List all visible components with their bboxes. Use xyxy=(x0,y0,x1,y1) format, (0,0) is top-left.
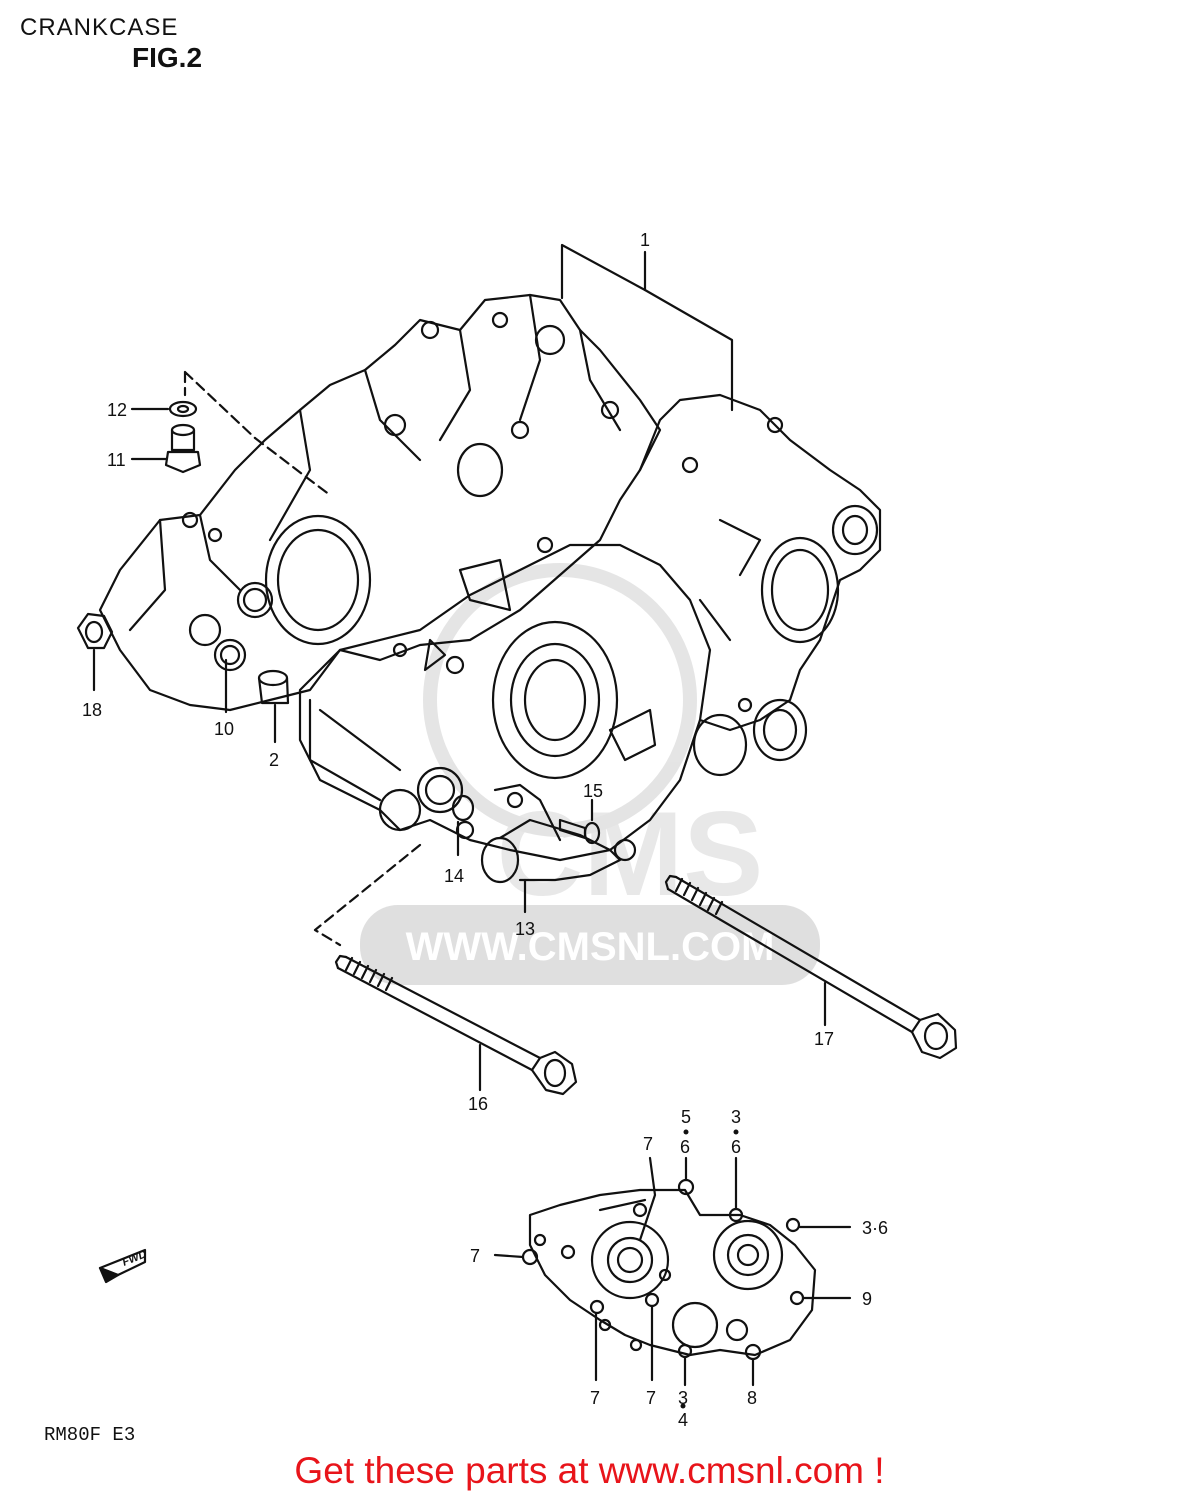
crankcase-right-half xyxy=(298,543,712,862)
crank-bearing-bore xyxy=(264,514,372,646)
promo-link[interactable]: Get these parts at www.cmsnl.com ! xyxy=(294,1450,885,1491)
watermark-url: WWW.CMSNL.COM xyxy=(406,925,775,969)
crankshaft-bore xyxy=(491,620,619,780)
bolt-location-detail xyxy=(493,1156,852,1387)
callout-detail-7-b2: 7 xyxy=(646,1388,656,1408)
callout-detail-3b: 3 xyxy=(678,1388,688,1408)
figure-label: FIG.2 xyxy=(132,42,203,73)
callout-detail-7-b1: 7 xyxy=(590,1388,600,1408)
callout-1-bracket xyxy=(560,243,734,412)
callout-detail-4: 4 xyxy=(678,1410,688,1430)
callout-17: 17 xyxy=(814,1029,834,1049)
fwd-arrow-icon xyxy=(98,1248,147,1284)
watermark: WWW.CMSNL.COM CMS xyxy=(360,563,820,985)
model-code: RM80F E3 xyxy=(44,1424,136,1446)
callout-10: 10 xyxy=(214,719,234,739)
callout-detail-3-6: 3·6 xyxy=(862,1218,888,1238)
part-15-screw xyxy=(558,798,601,845)
leader-11-12-dashed xyxy=(183,370,257,440)
part-2-dowel xyxy=(257,669,290,744)
part-16-bolt xyxy=(334,954,578,1096)
callout-14: 14 xyxy=(444,866,464,886)
label-separator-dots xyxy=(680,1129,739,1409)
callout-detail-5: 5 xyxy=(681,1107,691,1127)
callout-detail-7-left: 7 xyxy=(470,1246,480,1266)
crankcase-exploded-diagram: WWW.CMSNL.COM CMS xyxy=(76,230,958,1430)
callout-detail-3a: 3 xyxy=(731,1107,741,1127)
callout-detail-6a: 6 xyxy=(680,1137,690,1157)
callout-2: 2 xyxy=(269,750,279,770)
callout-13: 13 xyxy=(515,919,535,939)
part-14-oring xyxy=(451,794,475,857)
crankcase-left-half xyxy=(98,293,662,712)
crankcase-rear-section xyxy=(638,393,882,777)
callout-detail-7-top: 7 xyxy=(643,1134,653,1154)
part-12-washer xyxy=(130,400,198,418)
section-title: CRANKCASE xyxy=(20,14,179,41)
leader-16-dashed xyxy=(313,843,422,947)
part-13-joint xyxy=(480,783,637,914)
callout-11: 11 xyxy=(107,450,126,470)
cylinder-bore xyxy=(760,536,840,644)
callout-labels: 1 12 11 18 10 2 15 14 13 17 16 5 6 3 6 7… xyxy=(82,230,888,1430)
part-18-nut xyxy=(76,612,114,692)
callout-detail-8: 8 xyxy=(747,1388,757,1408)
callout-15: 15 xyxy=(583,781,603,801)
callout-12: 12 xyxy=(107,400,127,420)
callout-18: 18 xyxy=(82,700,102,720)
callout-1: 1 xyxy=(640,230,650,250)
part-11-bolt xyxy=(130,423,202,474)
callout-detail-9: 9 xyxy=(862,1289,872,1309)
callout-detail-6b: 6 xyxy=(731,1137,741,1157)
part-17-bolt xyxy=(664,874,958,1060)
callout-16: 16 xyxy=(468,1094,488,1114)
